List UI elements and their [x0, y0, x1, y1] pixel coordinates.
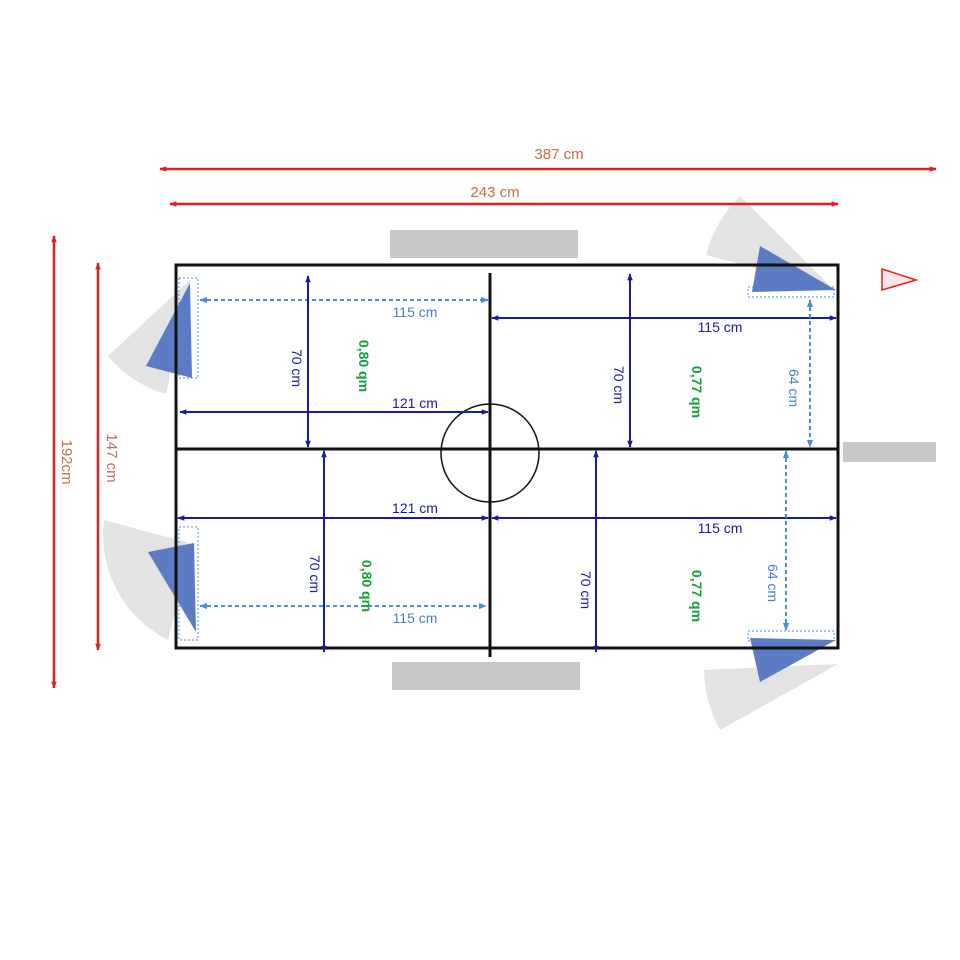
- label-bl-area: 0,80 qm: [359, 560, 375, 612]
- label-box-length: 243 cm: [470, 184, 519, 201]
- drawbar: [843, 442, 936, 462]
- label-bl-height: 70 cm: [307, 555, 323, 593]
- label-tr-door-height: 64 cm: [786, 369, 802, 407]
- label-tl-height: 70 cm: [289, 349, 305, 387]
- door-panel-bottom-left: [148, 543, 196, 632]
- label-total-width: 192cm: [58, 439, 75, 484]
- label-tr-height: 70 cm: [611, 366, 627, 404]
- door-panel-top-right: [752, 246, 836, 292]
- label-br-area: 0,77 qm: [689, 570, 705, 622]
- label-br-width: 115 cm: [698, 520, 743, 536]
- wheel-top: [390, 230, 578, 258]
- label-box-width: 147 cm: [103, 433, 120, 482]
- label-tr-width: 115 cm: [698, 319, 743, 335]
- center-circle: [440, 403, 540, 503]
- door-swing-bottom-right: [704, 664, 838, 730]
- label-total-length: 387 cm: [534, 146, 583, 163]
- hitch-triangle-icon: [881, 267, 919, 292]
- door-frame-bottom-left: [178, 526, 199, 641]
- label-tl-inner-width: 115 cm: [393, 304, 438, 320]
- door-panel-top-left: [146, 283, 192, 378]
- label-tr-area: 0,77 qm: [689, 366, 705, 418]
- label-bl-outer-width: 121 cm: [392, 500, 438, 516]
- trailer-outline: [174, 263, 840, 650]
- label-br-height: 70 cm: [578, 571, 594, 609]
- label-br-door-height: 64 cm: [765, 564, 781, 602]
- wheel-bottom: [392, 662, 580, 690]
- label-bl-inner-width: 115 cm: [393, 610, 438, 626]
- label-tl-outer-width: 121 cm: [392, 395, 438, 411]
- label-tl-area: 0,80 qm: [356, 340, 372, 392]
